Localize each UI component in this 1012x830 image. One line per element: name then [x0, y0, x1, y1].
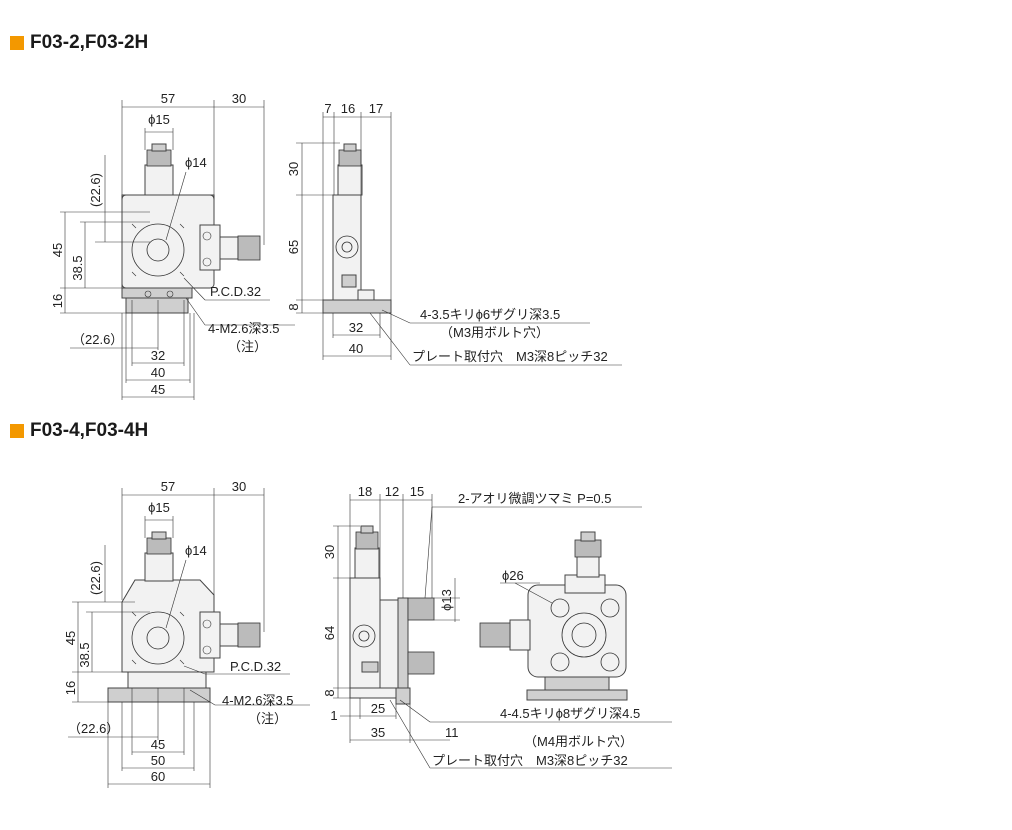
orange-square-icon — [10, 36, 24, 50]
dim-width: 57 — [161, 91, 175, 106]
note-bolt: 4-3.5キリϕ6ザグリ深3.5 — [420, 307, 560, 322]
dim-h45: 45 — [63, 631, 78, 645]
dim-b32: 32 — [349, 320, 363, 335]
section-title-text: F03-2,F03-2H — [30, 32, 149, 53]
dim-h30: 30 — [286, 162, 301, 176]
side-view-f03-2: 7 16 17 30 65 8 32 40 4-3.5キリϕ6ザグリ深3.5 （… — [286, 101, 622, 366]
note-tilt-knob: 2-アオリ微調ツマミ P=0.5 — [458, 491, 612, 506]
dim-phi15: ϕ15 — [148, 500, 170, 515]
note-plate: プレート取付穴 M3深8ピッチ32 — [432, 753, 628, 768]
dim-knob-offset: 30 — [232, 479, 246, 494]
side-view-f03-4: 18 12 15 2-アオリ微調ツマミ P=0.5 30 64 8 ϕ13 1 … — [322, 484, 672, 769]
note-bolt-sub: （M4用ボルト穴） — [524, 734, 633, 749]
dim-h226: (22.6) — [88, 173, 103, 207]
note-pcd: P.C.D.32 — [230, 659, 281, 674]
note-m26-remark: （注） — [228, 339, 267, 354]
dim-h385: 38.5 — [70, 255, 85, 280]
dim-w226: （22.6） — [68, 721, 119, 736]
orange-square-icon — [10, 424, 24, 438]
note-m26-remark: （注） — [248, 711, 287, 726]
dim-w25: 25 — [371, 701, 385, 716]
dim-w226: （22.6） — [72, 332, 123, 347]
section-title-f03-2: F03-2,F03-2H — [10, 32, 148, 54]
dim-w11: 11 — [445, 725, 459, 740]
note-m26: 4-M2.6深3.5 — [222, 693, 294, 708]
dim-w17: 17 — [369, 101, 383, 116]
dim-phi15: ϕ15 — [148, 112, 170, 127]
dim-h45: 45 — [50, 243, 65, 257]
note-bolt-sub: （M3用ボルト穴） — [440, 325, 549, 340]
dim-phi14: ϕ14 — [185, 155, 207, 170]
dim-w40: 40 — [151, 365, 165, 380]
section-title-f03-4: F03-4,F03-4H — [10, 420, 148, 442]
dim-phi26: ϕ26 — [502, 568, 524, 583]
dim-h16: 16 — [50, 294, 65, 308]
dim-w12: 12 — [385, 484, 399, 499]
dim-h385: 38.5 — [77, 642, 92, 667]
front-view-f03-4: 57 30 ϕ15 ϕ14 (22.6) 45 38.5 16 P.C.D.32… — [63, 479, 310, 788]
dim-w16: 16 — [341, 101, 355, 116]
dim-w45: 45 — [151, 737, 165, 752]
dim-width: 57 — [161, 479, 175, 494]
note-bolt: 4-4.5キリϕ8ザグリ深4.5 — [500, 706, 640, 721]
dim-w60: 60 — [151, 769, 165, 784]
dim-w50: 50 — [151, 753, 165, 768]
dim-w32: 32 — [151, 348, 165, 363]
section-title-text: F03-4,F03-4H — [30, 420, 149, 441]
dim-w45: 45 — [151, 382, 165, 397]
dim-w35: 35 — [371, 725, 385, 740]
dim-h65: 65 — [286, 240, 301, 254]
dim-h30: 30 — [322, 545, 337, 559]
dim-h8: 8 — [322, 689, 337, 696]
dim-w15: 15 — [410, 484, 424, 499]
note-pcd: P.C.D.32 — [210, 284, 261, 299]
dim-w1: 1 — [330, 708, 337, 723]
dim-phi14: ϕ14 — [185, 543, 207, 558]
dim-b40: 40 — [349, 341, 363, 356]
dim-w7: 7 — [324, 101, 331, 116]
note-m26: 4-M2.6深3.5 — [208, 321, 280, 336]
dim-h64: 64 — [322, 626, 337, 640]
dim-h226: (22.6) — [88, 561, 103, 595]
dim-knob-offset: 30 — [232, 91, 246, 106]
iso-view-f03-4: ϕ26 — [479, 531, 628, 701]
dim-w18: 18 — [358, 484, 372, 499]
front-view-f03-2: 57 30 ϕ15 ϕ14 (22.6) 45 38.5 16 P.C.D.32… — [50, 91, 295, 400]
dim-h8: 8 — [286, 303, 301, 310]
dim-phi13: ϕ13 — [439, 589, 454, 611]
note-plate: プレート取付穴 M3深8ピッチ32 — [412, 349, 608, 364]
dim-h16: 16 — [63, 681, 78, 695]
